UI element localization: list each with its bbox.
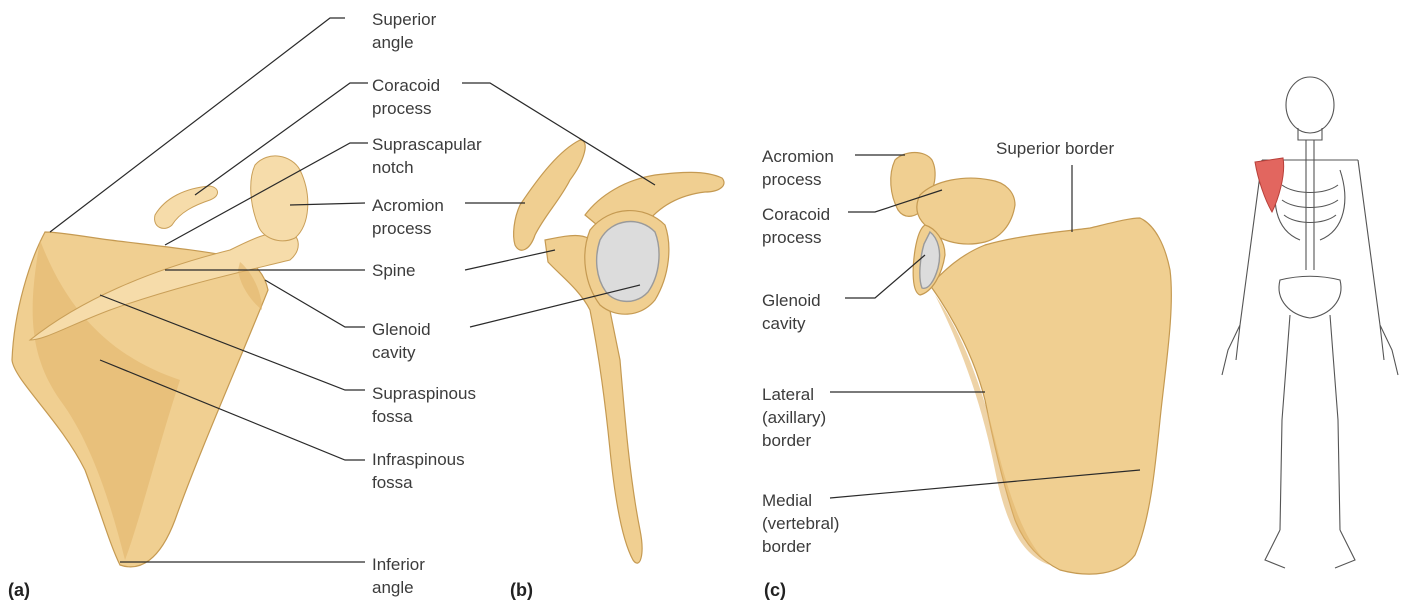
label-coracoid-process: Coracoid process [372, 74, 440, 120]
label-inferior-angle: Inferior angle [372, 553, 425, 599]
label-acromion-process-a: Acromion process [372, 194, 444, 240]
label-lateral-border: Lateral (axillary) border [762, 383, 826, 452]
label-suprascapular-notch: Suprascapular notch [372, 133, 482, 179]
label-glenoid-cavity-a: Glenoid cavity [372, 318, 431, 364]
label-infraspinous-fossa: Infraspinous fossa [372, 448, 465, 494]
label-supraspinous-fossa: Supraspinous fossa [372, 382, 476, 428]
highlighted-scapula [1255, 158, 1284, 212]
label-coracoid-process-c: Coracoid process [762, 203, 830, 249]
label-glenoid-cavity-c: Glenoid cavity [762, 289, 821, 335]
skeleton-inset [1222, 77, 1398, 568]
label-spine: Spine [372, 259, 415, 282]
panel-label-c: (c) [764, 580, 786, 601]
panel-label-b: (b) [510, 580, 533, 601]
label-superior-border: Superior border [996, 137, 1114, 160]
scapula-anterior-view [891, 153, 1172, 575]
scapula-lateral-view [514, 140, 724, 563]
label-medial-border: Medial (vertebral) border [762, 489, 839, 558]
scapula-posterior-view [12, 156, 308, 567]
label-acromion-process-c: Acromion process [762, 145, 834, 191]
label-superior-angle: Superior angle [372, 8, 436, 54]
panel-label-a: (a) [8, 580, 30, 601]
